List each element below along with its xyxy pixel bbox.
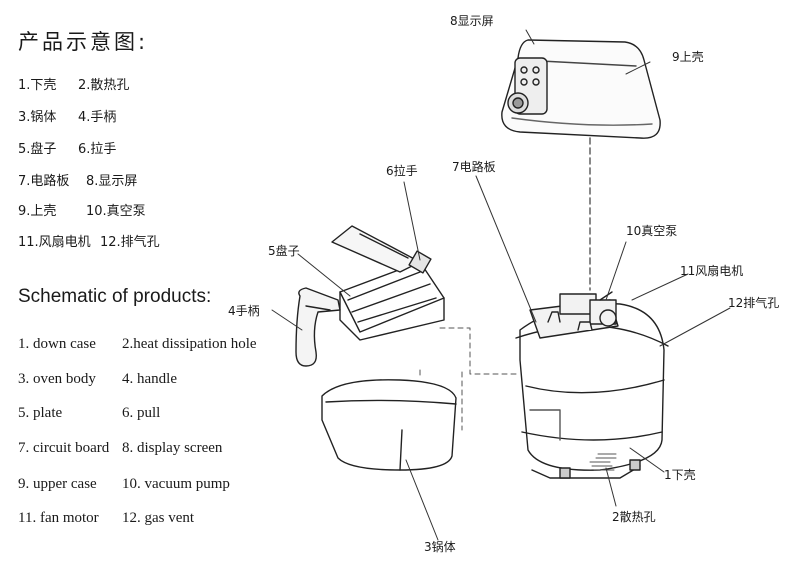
cn-legend-item: 7.电路板 xyxy=(18,174,70,189)
en-legend-item: 3. oven body xyxy=(18,371,96,387)
callout-vacuum-pump: 10真空泵 xyxy=(626,224,678,238)
callout-down-case: 1下壳 xyxy=(664,468,696,482)
en-legend-item: 1. down case xyxy=(18,336,96,352)
callout-fan-motor: 11风扇电机 xyxy=(680,264,744,278)
chinese-title: 产品示意图: xyxy=(18,30,149,54)
en-legend-item: 10. vacuum pump xyxy=(122,476,230,492)
en-legend-item: 6. pull xyxy=(122,405,161,421)
en-legend-item: 4. handle xyxy=(122,371,177,387)
cn-legend-item: 6.拉手 xyxy=(78,142,117,157)
cn-legend-item: 12.排气孔 xyxy=(100,235,160,250)
display-panel xyxy=(507,57,548,115)
cn-legend-item: 2.散热孔 xyxy=(78,78,130,93)
callout-gas-vent: 12排气孔 xyxy=(728,296,780,310)
callout-display-screen: 8显示屏 xyxy=(450,14,494,28)
cn-legend-item: 10.真空泵 xyxy=(86,204,146,219)
callout-oven-body: 3锅体 xyxy=(424,540,456,554)
internal-components xyxy=(529,291,619,339)
en-legend-item: 12. gas vent xyxy=(122,510,195,526)
basket-part xyxy=(331,225,445,341)
en-legend-item: 7. circuit board xyxy=(18,440,110,456)
oven-body-part xyxy=(321,379,457,471)
cn-legend-item: 3.锅体 xyxy=(18,110,57,125)
cn-legend-item: 8.显示屏 xyxy=(86,174,138,189)
cn-legend-item: 11.风扇电机 xyxy=(18,235,91,250)
heat-vents xyxy=(589,453,617,471)
en-legend-item: 11. fan motor xyxy=(18,510,99,526)
down-case-part xyxy=(515,302,669,479)
callout-heat-hole: 2散热孔 xyxy=(612,510,656,524)
callout-pull: 6拉手 xyxy=(386,164,418,178)
cn-legend-item: 1.下壳 xyxy=(18,78,57,93)
en-legend-item: 2.heat dissipation hole xyxy=(122,336,257,352)
callout-plate: 5盘子 xyxy=(268,244,300,258)
cn-legend-item: 4.手柄 xyxy=(78,110,117,125)
cn-legend-item: 9.上壳 xyxy=(18,204,57,219)
english-title: Schematic of products: xyxy=(18,286,212,307)
en-legend-item: 8. display screen xyxy=(122,440,223,456)
en-legend-item: 9. upper case xyxy=(18,476,97,492)
en-legend-item: 5. plate xyxy=(18,405,63,421)
handle-part xyxy=(295,287,341,367)
callout-upper-case: 9上壳 xyxy=(672,50,704,64)
callout-circuit-board: 7电路板 xyxy=(452,160,496,174)
cn-legend-item: 5.盘子 xyxy=(18,142,57,157)
callout-handle: 4手柄 xyxy=(228,304,260,318)
